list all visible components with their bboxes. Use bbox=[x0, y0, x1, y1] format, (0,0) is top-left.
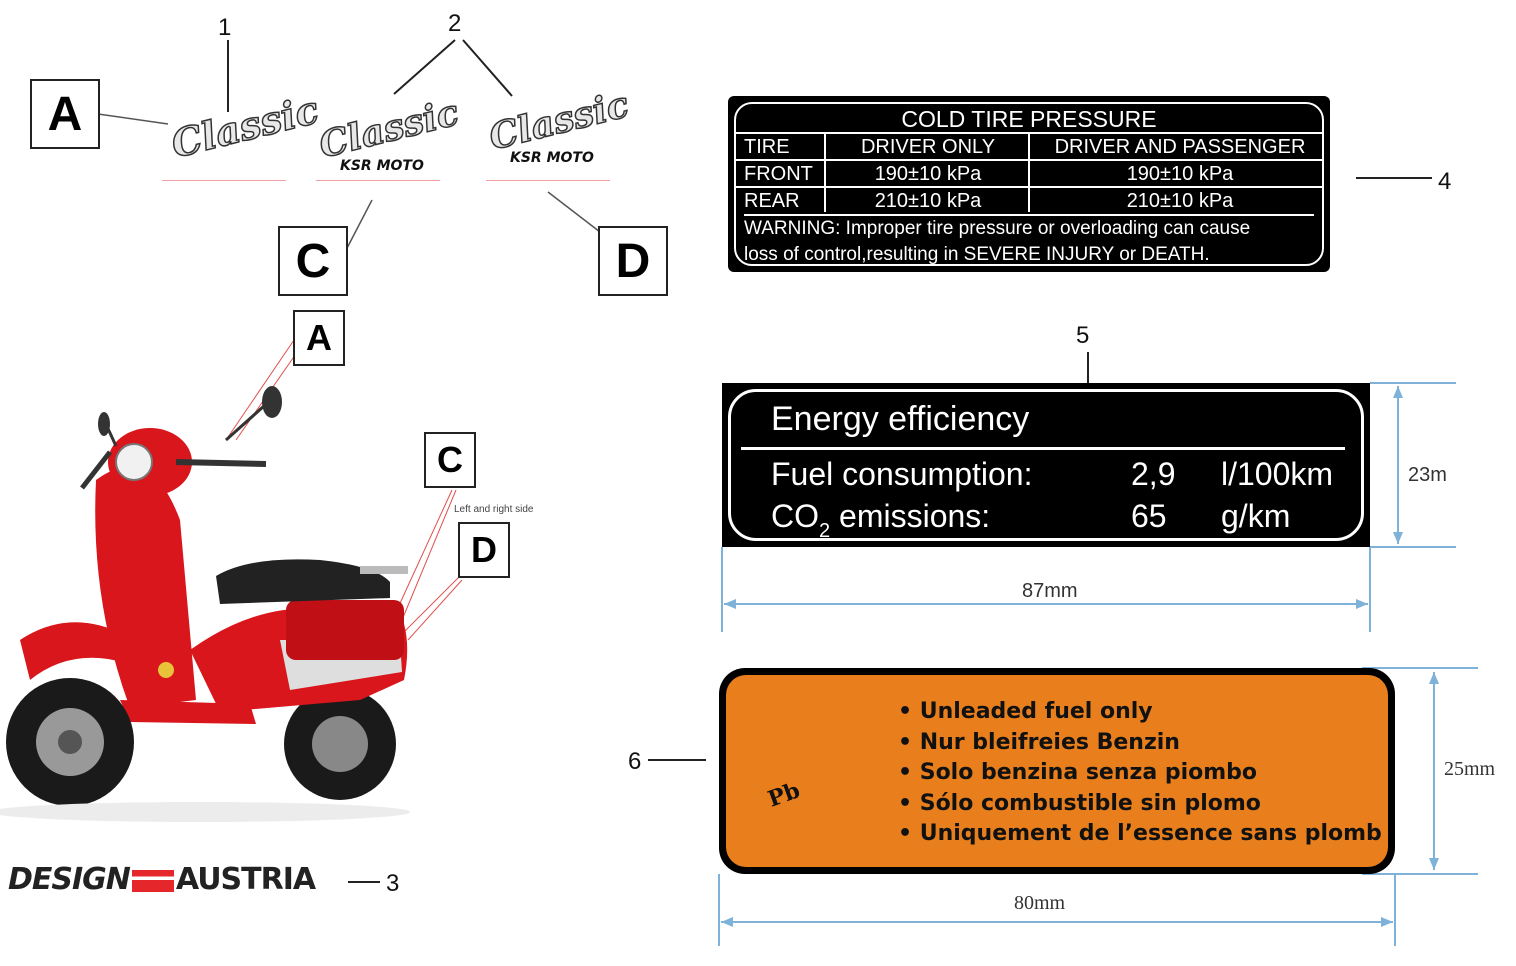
energy-height-dimension: 23m bbox=[1408, 464, 1447, 486]
tire-header-driver: DRIVER ONLY bbox=[860, 136, 996, 158]
callout-4: 4 bbox=[1438, 168, 1452, 195]
scooter-letter-a: A bbox=[293, 310, 345, 366]
co2-label: CO2 emissions: bbox=[771, 498, 991, 542]
fuel-width-dimension: 80mm bbox=[1014, 892, 1066, 914]
tire-header-passenger: DRIVER AND PASSENGER bbox=[1054, 136, 1306, 158]
tire-cell: 190±10 kPa bbox=[1126, 163, 1234, 185]
callout-1: 1 bbox=[218, 14, 232, 41]
tire-warning: WARNING: Improper tire pressure or overl… bbox=[744, 214, 1314, 268]
decal-a-baseline bbox=[162, 180, 286, 181]
co2-row: CO2 emissions: 65 g/km bbox=[771, 498, 1341, 542]
co2-subscript: 2 bbox=[819, 520, 831, 542]
tire-label-title: COLD TIRE PRESSURE bbox=[901, 106, 1157, 132]
scooter-letter-c: C bbox=[424, 432, 476, 488]
design-austria-logo: DESIGN AUSTRIA bbox=[8, 862, 316, 897]
fuel-consumption-value: 2,9 bbox=[1131, 456, 1176, 492]
fuel-line: • Nur bleifreies Benzin bbox=[898, 729, 1180, 755]
fuel-line: • Unleaded fuel only bbox=[898, 699, 1153, 724]
fuel-line: • Sólo combustible sin plomo bbox=[898, 790, 1261, 816]
scooter-illustration bbox=[0, 386, 410, 822]
fuel-line: • Uniquement de l’essence sans plomb bbox=[898, 821, 1382, 846]
energy-efficiency-label: Energy efficiency Fuel consumption: 2,9 … bbox=[722, 383, 1370, 547]
fuel-label-lines: • Unleaded fuel only • Nur bleifreies Be… bbox=[898, 697, 1382, 850]
side-note: Left and right side bbox=[454, 504, 534, 515]
fuel-consumption-label: Fuel consumption: bbox=[771, 456, 1033, 492]
fuel-consumption-unit: l/100km bbox=[1221, 456, 1334, 492]
tire-warning-line2: loss of control,resulting in SEVERE INJU… bbox=[744, 244, 1210, 265]
energy-title: Energy efficiency bbox=[771, 400, 1030, 438]
letter-a-box: A bbox=[30, 79, 100, 149]
decal-ksr-d: KSR MOTO bbox=[510, 150, 594, 166]
letter-c-box: C bbox=[278, 226, 348, 296]
tire-warning-line1: WARNING: Improper tire pressure or overl… bbox=[744, 218, 1251, 239]
energy-width-dimension: 87mm bbox=[1022, 580, 1078, 602]
co2-value: 65 bbox=[1131, 498, 1167, 534]
co2-unit: g/km bbox=[1221, 498, 1291, 534]
callout-3: 3 bbox=[386, 870, 400, 897]
fuel-line: • Solo benzina senza piombo bbox=[898, 760, 1258, 785]
tire-divider bbox=[824, 132, 826, 212]
tire-cell: FRONT bbox=[744, 163, 813, 185]
tire-pressure-label: COLD TIRE PRESSURE TIRE DRIVER ONLY DRIV… bbox=[728, 96, 1330, 272]
tire-cell: 190±10 kPa bbox=[874, 163, 982, 185]
co2-suffix: emissions: bbox=[830, 498, 991, 534]
decal-d-baseline bbox=[486, 180, 610, 181]
logo-stripe bbox=[131, 869, 174, 892]
callout-5: 5 bbox=[1076, 322, 1090, 349]
decal-c-baseline bbox=[316, 180, 440, 181]
letter-d-box: D bbox=[598, 226, 668, 296]
scooter-letter-d: D bbox=[458, 522, 510, 578]
callout-2: 2 bbox=[448, 10, 462, 37]
tire-cell: 210±10 kPa bbox=[1126, 190, 1234, 212]
decal-ksr-c: KSR MOTO bbox=[340, 158, 424, 174]
tire-divider bbox=[1028, 132, 1030, 212]
callout-6: 6 bbox=[628, 748, 642, 775]
logo-austria-text: AUSTRIA bbox=[175, 862, 316, 897]
fuel-height-dimension: 25mm bbox=[1444, 758, 1496, 780]
energy-divider bbox=[741, 447, 1345, 450]
logo-design-text: DESIGN bbox=[8, 862, 131, 897]
tire-header-tire: TIRE bbox=[744, 136, 790, 158]
tire-cell: 210±10 kPa bbox=[874, 190, 982, 212]
tire-cell: REAR bbox=[744, 190, 800, 212]
co2-prefix: CO bbox=[771, 498, 819, 534]
unleaded-fuel-label: • Unleaded fuel only • Nur bleifreies Be… bbox=[719, 668, 1395, 874]
fuel-consumption-row: Fuel consumption: 2,9 l/100km bbox=[771, 456, 1341, 496]
